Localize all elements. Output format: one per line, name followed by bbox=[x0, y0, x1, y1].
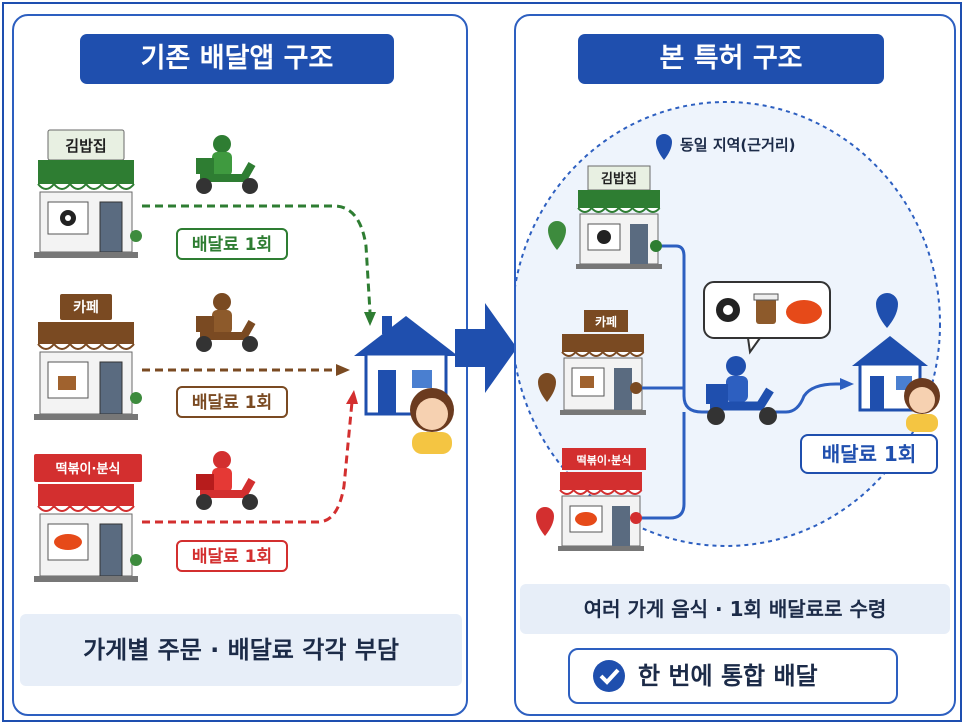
store-kimbap: 김밥집 bbox=[34, 129, 142, 258]
scooter-brown-icon bbox=[196, 293, 258, 352]
delivery-scooter-icon bbox=[706, 356, 777, 425]
fee-label-brown: 배달료 1회 bbox=[176, 386, 288, 418]
left-summary: 가게별 주문 · 배달료 각각 부담 bbox=[20, 614, 462, 686]
customer-avatar bbox=[904, 378, 940, 432]
transition-arrow-icon bbox=[455, 303, 517, 393]
map-pin-blue-icon bbox=[876, 293, 898, 328]
left-title: 기존 배달앱 구조 bbox=[80, 34, 394, 84]
store-tteokbokki: 떡볶이·분식 bbox=[558, 448, 646, 551]
right-title: 본 특허 구조 bbox=[578, 34, 884, 84]
map-pin-red-icon bbox=[536, 507, 554, 536]
route-line bbox=[656, 244, 712, 414]
region-label: 동일 지역(근거리) bbox=[680, 136, 796, 154]
badge-integrated: 한 번에 통합 배달 bbox=[568, 648, 898, 704]
map-pin-green-icon bbox=[548, 221, 566, 250]
store-tteokbokki: 떡볶이·분식 bbox=[34, 454, 142, 582]
fee-label-green: 배달료 1회 bbox=[176, 228, 288, 260]
store-name: 김밥집 bbox=[65, 137, 106, 155]
right-summary: 여러 가게 음식 · 1회 배달료로 수령 bbox=[520, 584, 950, 634]
right-panel: 본 특허 구조 동일 지역(근거리) 김밥집 카페 bbox=[514, 14, 956, 716]
store-name: 카페 bbox=[595, 314, 617, 329]
store-cafe: 카페 bbox=[560, 310, 646, 415]
scooter-green-icon bbox=[196, 135, 258, 194]
fee-label-red: 배달료 1회 bbox=[176, 540, 288, 572]
scooter-red-icon bbox=[196, 451, 258, 510]
house-icon bbox=[354, 316, 458, 416]
store-name: 카페 bbox=[73, 300, 99, 316]
store-cafe: 카페 bbox=[34, 294, 142, 420]
left-diagram: 김밥집 카페 bbox=[34, 129, 458, 582]
food-bubble bbox=[703, 281, 831, 355]
coffee-icon bbox=[756, 298, 776, 324]
location-pin-icon bbox=[656, 134, 672, 160]
customer-avatar bbox=[410, 388, 454, 454]
check-circle-icon bbox=[593, 660, 625, 692]
store-name: 김밥집 bbox=[601, 171, 637, 187]
right-diagram: 동일 지역(근거리) 김밥집 카페 떡볶이·분식 bbox=[516, 101, 941, 551]
store-name: 떡볶이·분식 bbox=[577, 453, 632, 467]
tteokbokki-icon bbox=[786, 300, 822, 324]
left-panel: 기존 배달앱 구조 김밥집 카페 bbox=[12, 14, 468, 716]
store-kimbap: 김밥집 bbox=[576, 165, 662, 269]
fee-label-blue: 배달료 1회 bbox=[800, 434, 938, 474]
badge-text: 한 번에 통합 배달 bbox=[638, 662, 818, 690]
arrow-green bbox=[142, 204, 372, 313]
map-pin-brown-icon bbox=[538, 373, 556, 402]
store-name: 떡볶이·분식 bbox=[56, 461, 121, 477]
arrow-red bbox=[142, 401, 354, 524]
